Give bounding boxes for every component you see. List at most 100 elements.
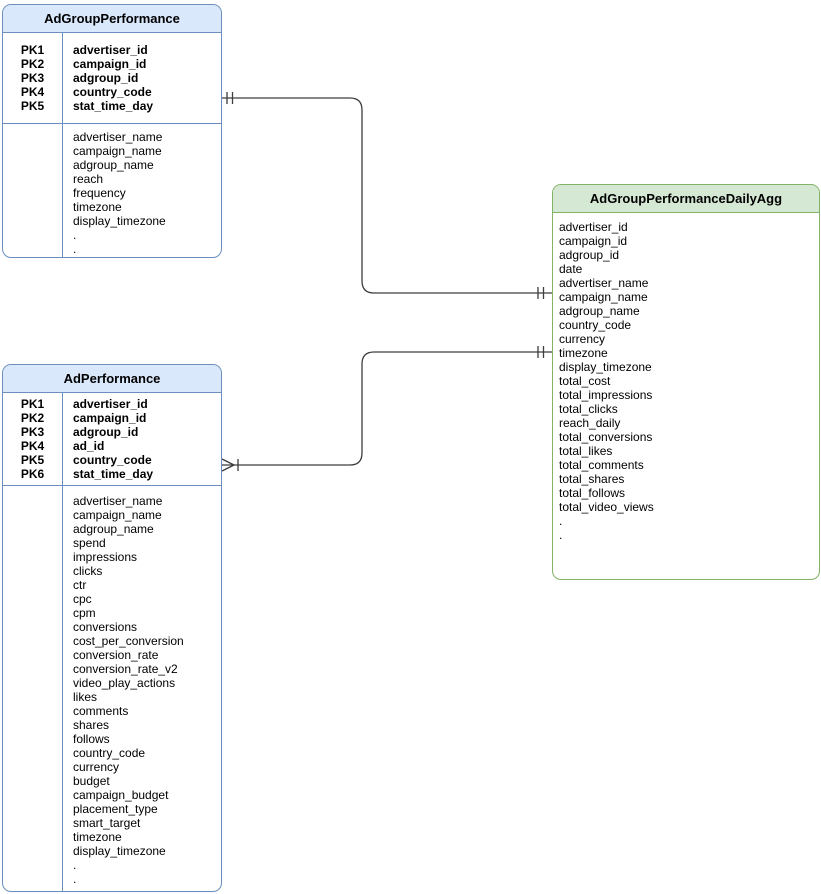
field-row: timezone <box>73 200 122 214</box>
field-row: . <box>559 528 563 542</box>
relationship-line <box>222 351 552 466</box>
field-row: country_code <box>73 746 146 760</box>
field-row: currency <box>73 760 120 774</box>
pk-label: PK1 <box>20 43 45 57</box>
pk-field-name: country_code <box>73 453 152 467</box>
field-row: . <box>73 858 77 872</box>
field-row: advertiser_name <box>73 494 163 508</box>
pk-label: PK4 <box>20 85 45 99</box>
field-row: . <box>73 228 77 242</box>
field-row: video_play_actions <box>73 676 176 690</box>
field-row: placement_type <box>73 802 158 816</box>
pk-field-name: ad_id <box>73 439 105 453</box>
field-row: timezone <box>73 830 122 844</box>
field-row: advertiser_name <box>559 276 649 290</box>
field-row: total_cost <box>559 374 611 388</box>
entity-adgroupperformancedailyagg[interactable]: AdGroupPerformanceDailyAgg advertiser_id… <box>552 184 820 580</box>
pk-field-name: country_code <box>73 85 152 99</box>
field-row: advertiser_name <box>73 130 163 144</box>
field-row: total_video_views <box>559 500 654 514</box>
field-row: campaign_budget <box>73 788 169 802</box>
field-row: advertiser_id <box>559 220 628 234</box>
field-row: comments <box>73 704 129 718</box>
field-row: cpm <box>73 606 96 620</box>
field-row: adgroup_id <box>559 248 620 262</box>
pk-field-name: advertiser_id <box>73 397 148 411</box>
field-row: campaign_name <box>559 290 648 304</box>
field-row: likes <box>73 690 98 704</box>
field-row: display_timezone <box>559 360 652 374</box>
pk-field-name: stat_time_day <box>73 467 154 481</box>
cardinality-one-tick <box>226 92 234 104</box>
field-row: adgroup_name <box>73 522 154 536</box>
pk-field-name: advertiser_id <box>73 43 148 57</box>
field-row: conversion_rate_v2 <box>73 662 178 676</box>
field-row: conversions <box>73 620 138 634</box>
field-row: budget <box>73 774 110 788</box>
cardinality-one-tick <box>537 346 545 358</box>
pk-field-name: campaign_id <box>73 411 147 425</box>
pk-label: PK2 <box>20 57 45 71</box>
pk-label: PK1 <box>20 397 45 411</box>
field-row: shares <box>73 718 110 732</box>
field-row: display_timezone <box>73 214 166 228</box>
field-row: reach_daily <box>559 416 621 430</box>
field-row: impressions <box>73 550 138 564</box>
field-row: ctr <box>73 578 87 592</box>
field-row: date <box>559 262 583 276</box>
field-row: timezone <box>559 346 608 360</box>
field-row: cost_per_conversion <box>73 634 184 648</box>
cardinality-many-crowfoot <box>221 458 235 472</box>
pk-field-name: stat_time_day <box>73 99 154 113</box>
field-row: clicks <box>73 564 103 578</box>
field-row: country_code <box>559 318 632 332</box>
field-row: follows <box>73 732 110 746</box>
cardinality-one-tick <box>537 287 545 299</box>
pk-label: PK3 <box>20 71 45 85</box>
pk-column-spacer <box>3 486 63 891</box>
field-row: reach <box>73 172 104 186</box>
field-row: adgroup_name <box>559 304 640 318</box>
relationship-adperformance-dailyagg[interactable] <box>221 346 552 472</box>
field-row: total_follows <box>559 486 626 500</box>
field-row: total_shares <box>559 472 625 486</box>
field-row: currency <box>559 332 606 346</box>
field-row: display_timezone <box>73 844 166 858</box>
pk-field-name: campaign_id <box>73 57 147 71</box>
field-row: total_comments <box>559 458 644 472</box>
pk-field-name: adgroup_id <box>73 425 139 439</box>
field-row: adgroup_name <box>73 158 154 172</box>
field-row: . <box>73 872 77 886</box>
pk-label: PK6 <box>20 467 45 481</box>
field-row: total_likes <box>559 444 613 458</box>
field-row: conversion_rate <box>73 648 159 662</box>
pk-label: PK5 <box>20 99 45 113</box>
field-row: smart_target <box>73 816 141 830</box>
field-row: . <box>73 242 77 256</box>
entity-title: AdPerformance <box>3 365 221 393</box>
pk-label: PK5 <box>20 453 45 467</box>
entity-title: AdGroupPerformance <box>3 5 221 33</box>
pk-label: PK3 <box>20 425 45 439</box>
field-row: campaign_id <box>559 234 628 248</box>
relationship-adgroupperformance-dailyagg[interactable] <box>222 92 552 299</box>
pk-label: PK4 <box>20 439 45 453</box>
pk-label: PK2 <box>20 411 45 425</box>
field-row: cpc <box>73 592 92 606</box>
pk-field-name: adgroup_id <box>73 71 139 85</box>
